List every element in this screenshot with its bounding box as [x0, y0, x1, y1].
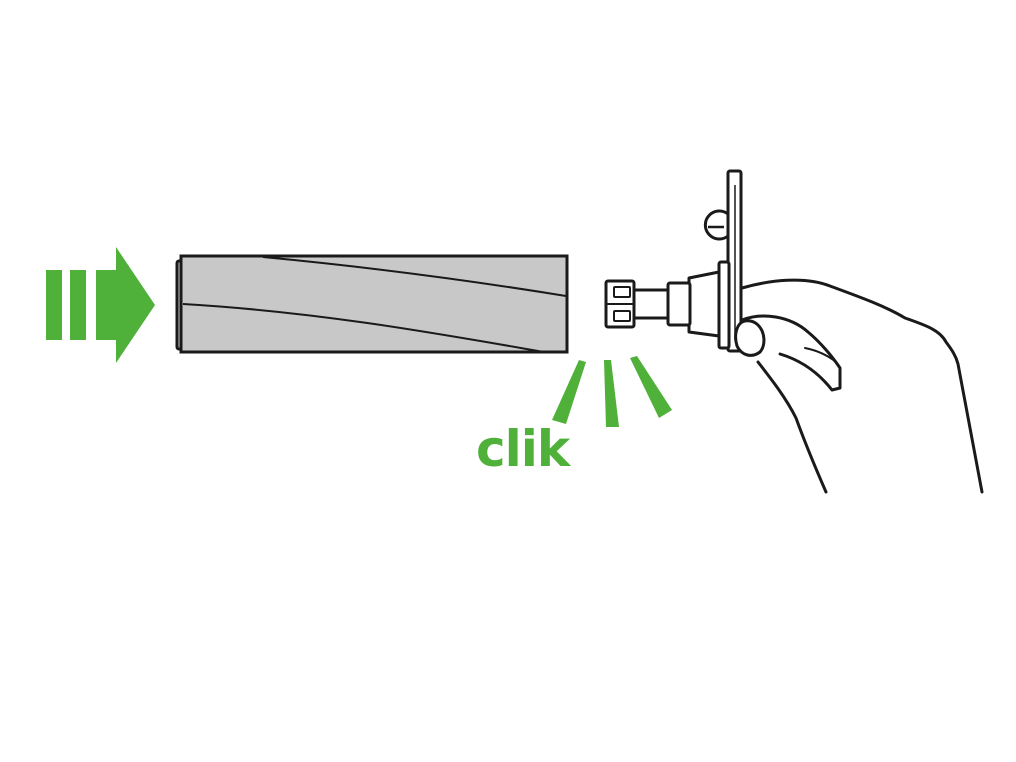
thumb: [740, 314, 842, 392]
hand-wrist-lower: [756, 360, 828, 494]
end-cap-latch: [703, 209, 730, 241]
finger-crease-1: [804, 347, 837, 363]
end-cap-shaft: [632, 288, 670, 320]
thumb-nail: [734, 319, 766, 357]
hand-icon: [734, 278, 984, 494]
arrow-bar-2: [70, 270, 86, 340]
roller-body: [179, 254, 569, 354]
sound-line-left: [552, 360, 586, 424]
end-cap-hub: [687, 270, 721, 338]
end-cap-tip-notch-bottom: [613, 310, 631, 322]
push-arrow-icon: [46, 247, 155, 363]
roller-helix-line-1: [262, 256, 567, 297]
arrow-bar-1: [46, 270, 62, 340]
end-cap-icon: [604, 169, 743, 353]
roller-icon: [175, 254, 569, 354]
arrow-head: [96, 247, 155, 363]
click-sound-label: clik: [476, 420, 570, 478]
click-sound-lines-icon: [552, 356, 672, 427]
sound-line-center: [604, 360, 619, 427]
sound-line-right: [630, 356, 672, 418]
roller-helix-line-2: [182, 303, 545, 353]
end-cap-tip-notch-top: [613, 286, 631, 298]
end-cap-collar: [666, 281, 692, 327]
